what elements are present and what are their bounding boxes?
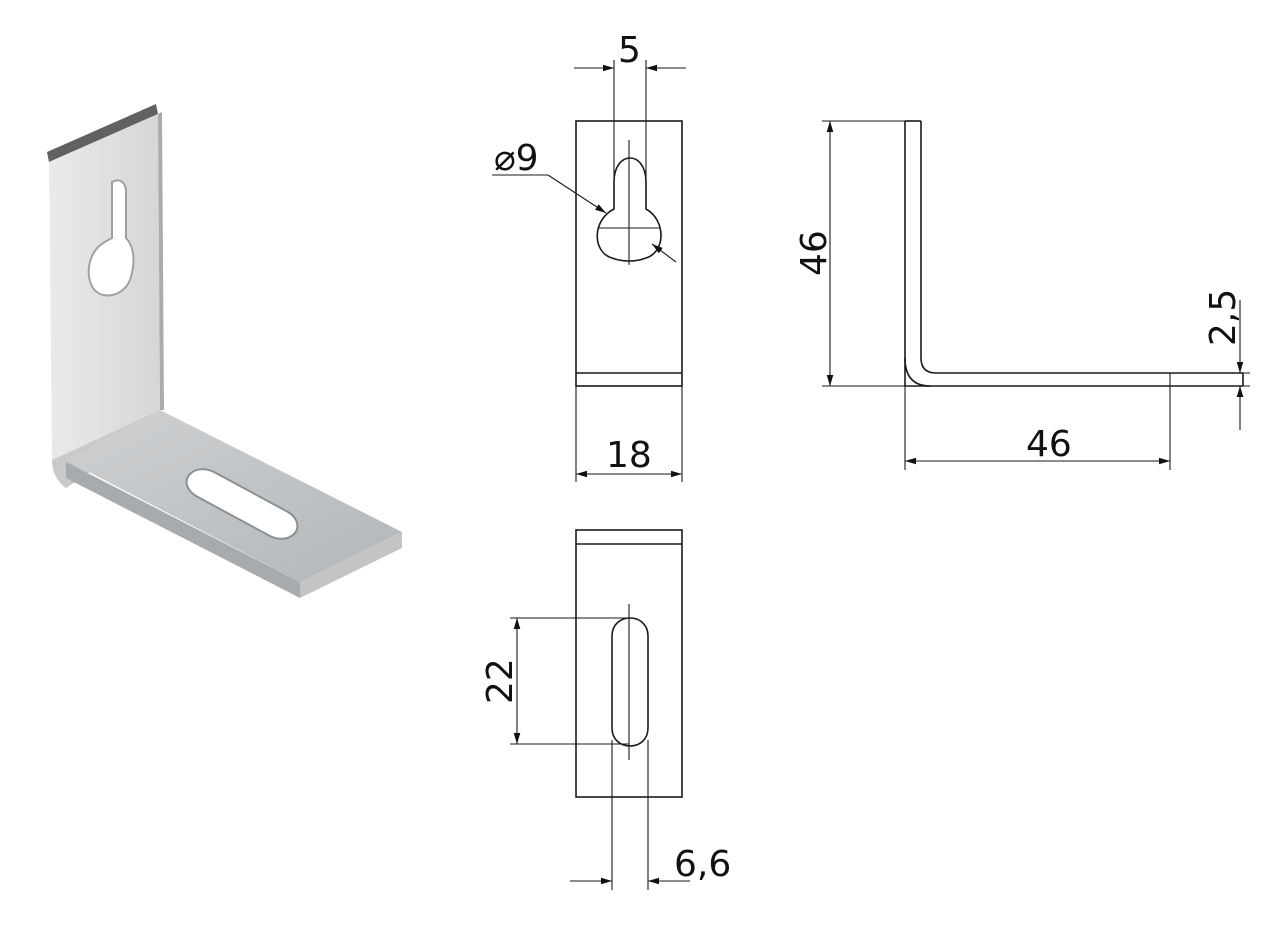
dim-leg-length: 46 [1026, 424, 1072, 465]
keyhole-cutout [87, 179, 135, 297]
bracket-top-edge [47, 104, 158, 162]
bracket-vertical-side [158, 112, 164, 410]
dim-hole-diameter: ⌀9 [494, 138, 539, 179]
dim-thickness: 2,5 [1203, 289, 1244, 346]
slot-cutout [185, 468, 299, 540]
front-view [492, 60, 686, 482]
dim-slot-top-width: 5 [618, 30, 641, 71]
isometric-bracket-view [47, 104, 402, 598]
bracket-end-edge [300, 532, 402, 598]
side-view [822, 120, 1250, 470]
dim-slot-length: 22 [480, 658, 521, 704]
dim-front-width: 18 [606, 435, 652, 476]
top-view [510, 529, 690, 890]
dim-slot-width: 6,6 [674, 844, 731, 885]
dim-height: 46 [794, 230, 835, 276]
bracket-front-edge [66, 462, 300, 598]
